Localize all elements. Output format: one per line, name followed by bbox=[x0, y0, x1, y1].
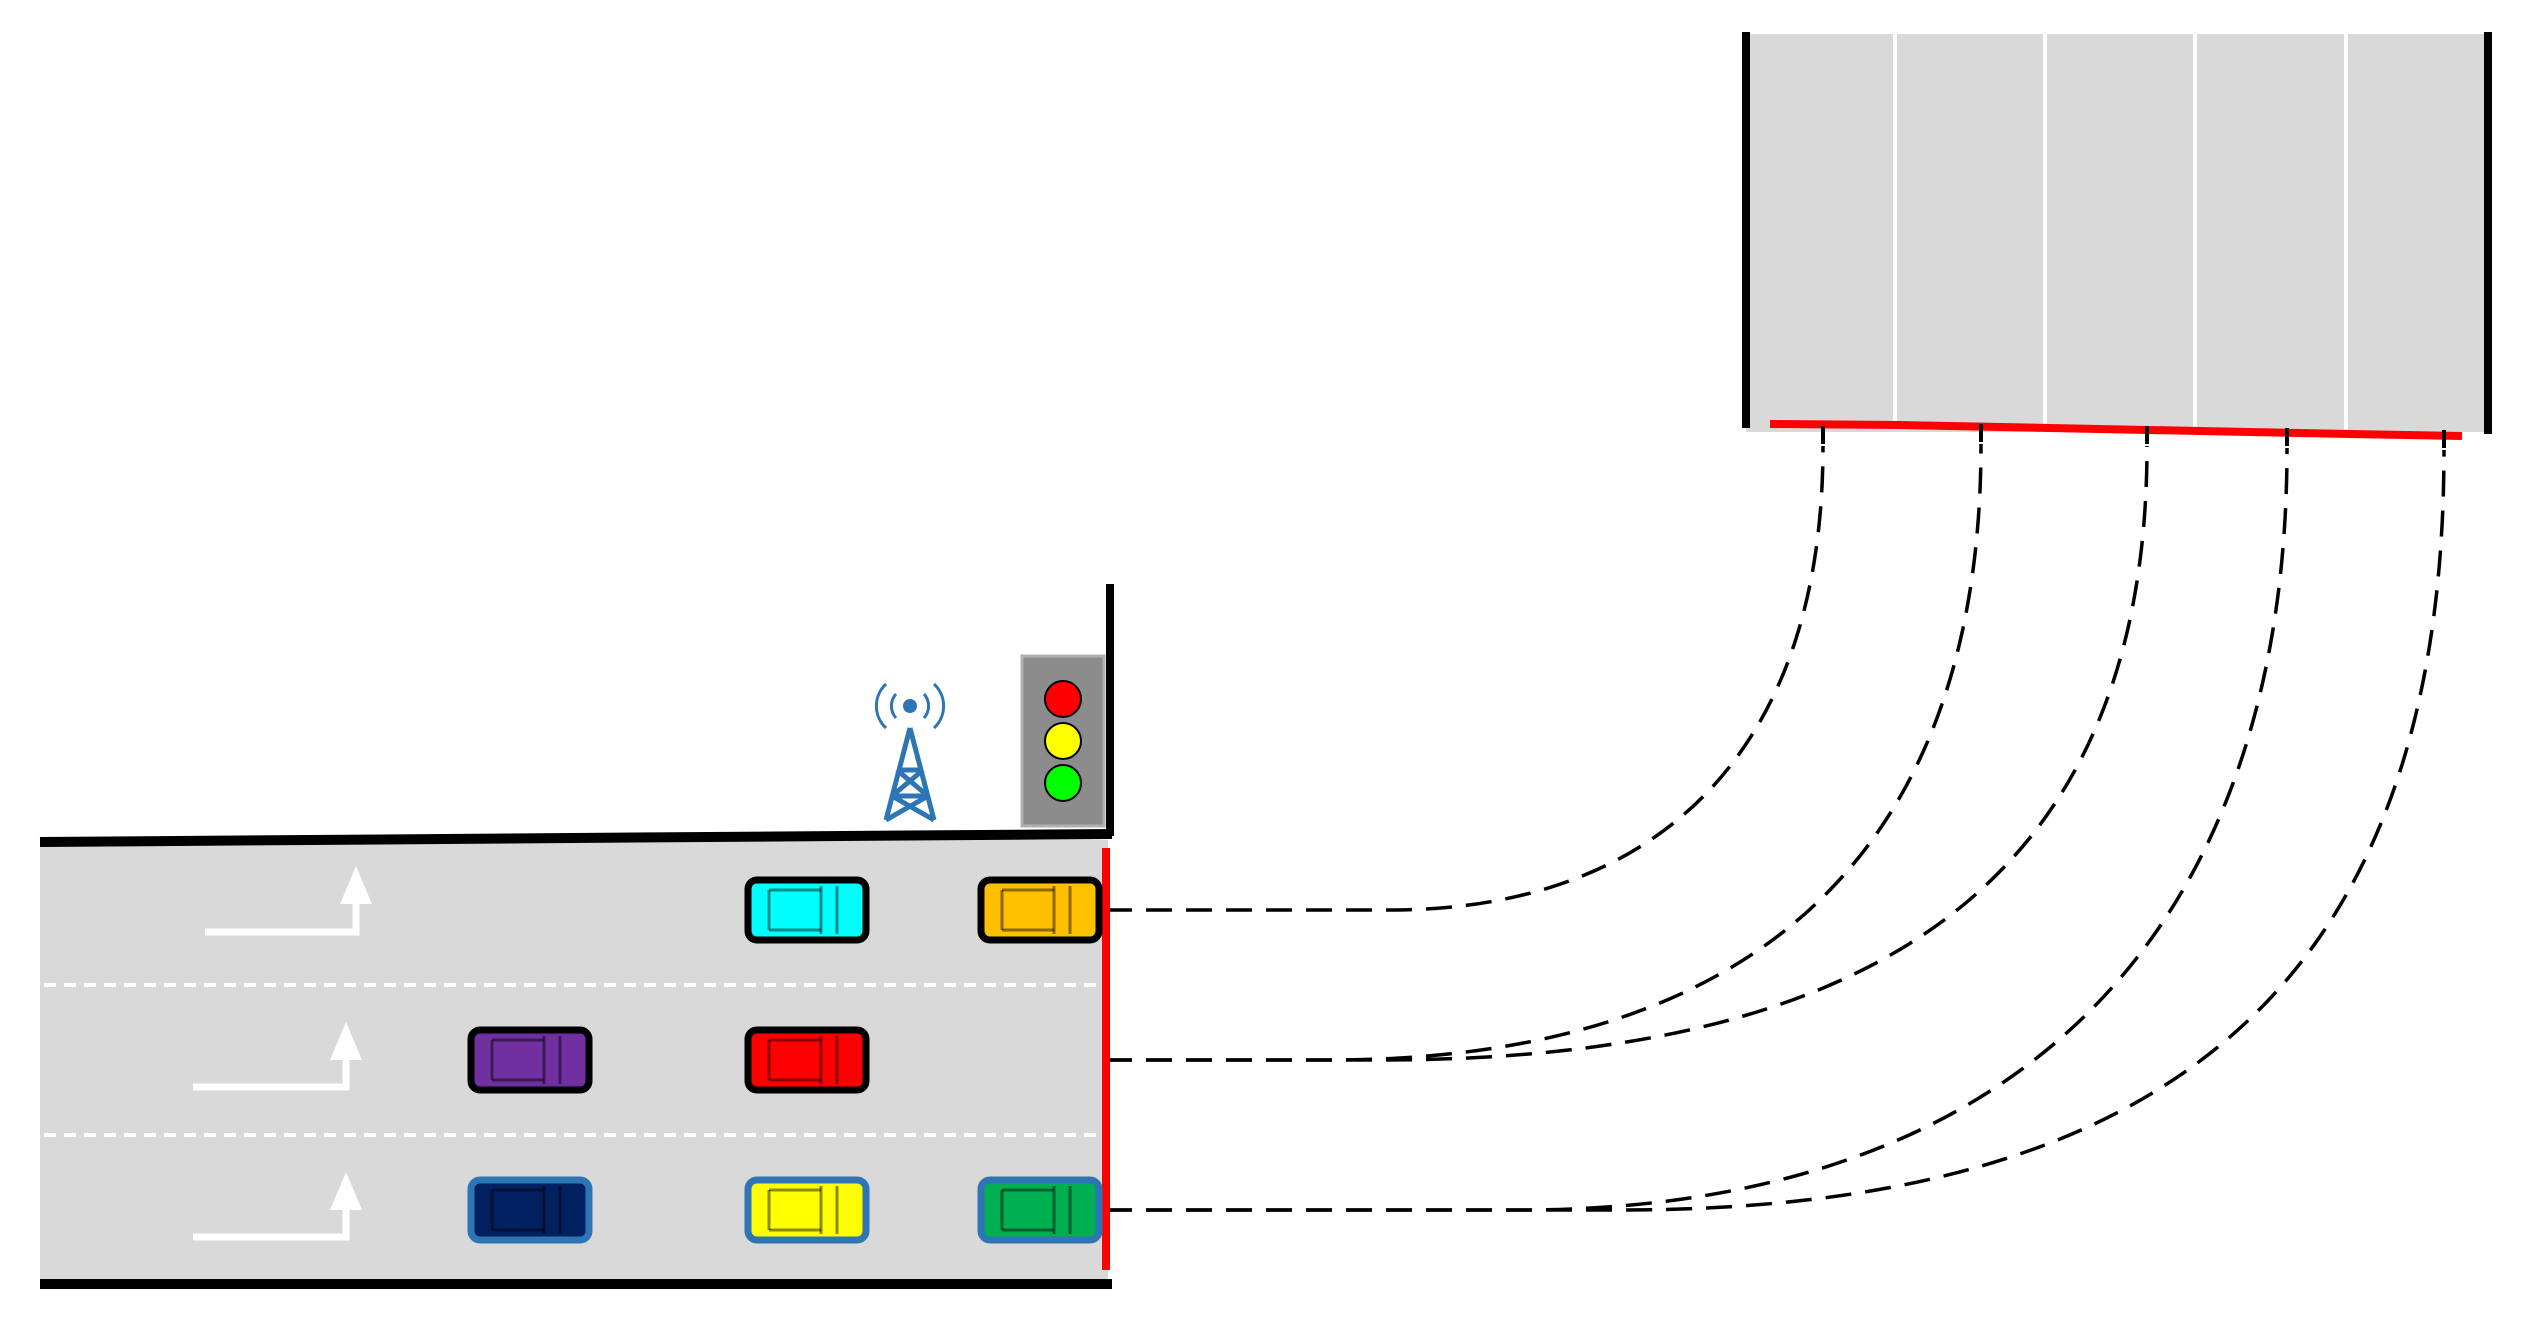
traffic-light bbox=[1020, 654, 1106, 828]
exit-road-surface bbox=[1746, 34, 2488, 432]
vehicle-icon bbox=[467, 1176, 593, 1244]
yellow-light bbox=[1044, 722, 1082, 760]
vehicle-icon bbox=[977, 876, 1103, 944]
approach-top-curb bbox=[39, 829, 1113, 847]
communication-tower-icon bbox=[874, 682, 946, 823]
exit-road bbox=[1742, 32, 2492, 448]
turning-path bbox=[1106, 445, 2149, 1062]
turning-path bbox=[1106, 443, 1983, 1062]
turning-paths bbox=[1106, 443, 2446, 1212]
vehicle-icon bbox=[467, 1026, 593, 1094]
vehicle-icon bbox=[744, 1176, 870, 1244]
exit-lane-dividers bbox=[1893, 34, 2348, 430]
left-turn-arrow-icon bbox=[193, 1022, 362, 1091]
vehicles bbox=[467, 876, 1103, 1244]
vehicle-icon bbox=[744, 876, 870, 944]
turning-path bbox=[1106, 447, 2289, 1212]
left-turn-arrow-icon bbox=[193, 1172, 362, 1241]
vehicle-icon bbox=[744, 1026, 870, 1094]
turning-path bbox=[1106, 445, 1825, 912]
turning-path bbox=[1106, 449, 2446, 1212]
green-light bbox=[1044, 764, 1082, 802]
exit-stop-line bbox=[1769, 420, 2463, 440]
left-turn-arrow-icon bbox=[205, 866, 372, 936]
red-light bbox=[1044, 680, 1082, 718]
exit-lane-ticks bbox=[1821, 424, 2446, 448]
vehicle-icon bbox=[977, 1176, 1103, 1244]
